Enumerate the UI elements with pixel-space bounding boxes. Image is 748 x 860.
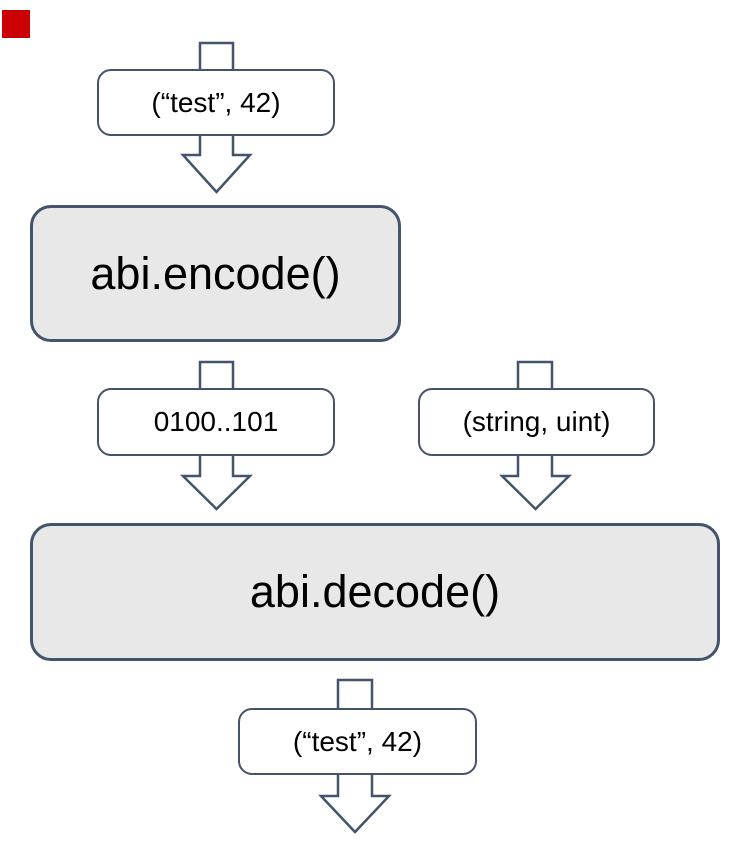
decode-process-box: abi.decode() (30, 523, 720, 661)
encoded-bytes-label: 0100..101 (97, 388, 335, 456)
types-tuple-label: (string, uint) (418, 388, 655, 456)
input-tuple-label: (“test”, 42) (97, 69, 335, 136)
encode-process-text: abi.encode() (90, 247, 341, 299)
input-tuple-text: (“test”, 42) (151, 86, 281, 118)
output-tuple-text: (“test”, 42) (292, 725, 423, 757)
encode-process-box: abi.encode() (30, 205, 401, 342)
encoded-bytes-text: 0100..101 (153, 406, 279, 437)
types-tuple-text: (string, uint) (462, 406, 611, 437)
output-tuple-label: (“test”, 42) (238, 708, 477, 775)
red-square-marker (2, 10, 30, 38)
decode-process-text: abi.decode() (249, 566, 501, 617)
